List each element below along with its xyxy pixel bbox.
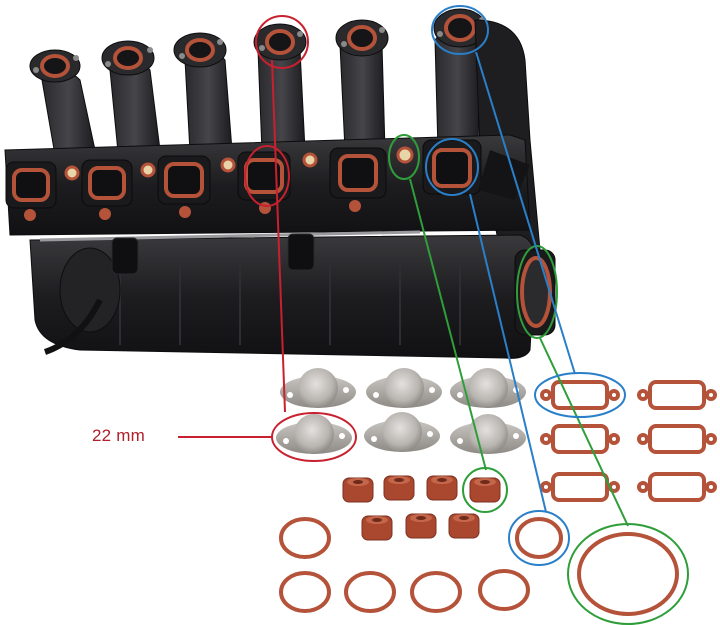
blue-highlight-group [425,5,626,566]
blanking-plates [276,368,526,454]
o-ring [410,571,462,613]
port-gasket [540,472,620,502]
red-leader-line [271,59,286,413]
port-gasket [540,424,620,454]
green-highlight-ring [567,523,689,625]
port-gasket [637,424,717,454]
plenum-end-cap [59,247,121,333]
port-gasket [637,472,717,502]
o-ring [515,517,563,559]
blanking-plate [366,368,442,408]
port-gaskets [540,380,717,502]
plenum-ribs [119,258,461,345]
red-highlight-ring [244,145,290,207]
blanking-plate [450,414,526,454]
o-rings [279,517,679,616]
green-highlight-group [388,134,689,625]
vacuum-hose [43,298,103,355]
port-gasket [637,380,717,410]
o-ring [279,571,331,613]
intake-ports [5,139,482,221]
red-highlight-group [178,15,357,462]
blue-highlight-ring [431,5,489,55]
flap-bushings [342,475,501,541]
large-o-ring [577,532,679,616]
green-leader-line [409,178,487,471]
blue-highlight-ring [425,138,479,196]
manifold-plenum [29,234,536,359]
blue-leader-line [475,51,576,375]
red-highlight-ring [255,15,309,69]
blue-highlight-ring [534,372,626,418]
blanking-plate [280,368,356,408]
intake-manifold [4,8,556,359]
blanking-plate [276,414,352,454]
o-ring [344,571,396,613]
runner-flanges [29,8,487,83]
green-highlight-ring [388,134,420,180]
green-highlight-ring [516,245,558,339]
blanking-plate [450,368,526,408]
blue-leader-line [469,193,547,513]
sensor-connectors [111,233,315,275]
dimension-label: 22 mm [92,426,145,445]
o-ring [478,569,530,611]
port-gasket [540,380,620,410]
blanking-plate [364,412,440,452]
green-leader-line [539,337,629,527]
o-ring [279,517,331,559]
actuator-rod [39,230,421,242]
blue-highlight-ring [508,510,570,566]
